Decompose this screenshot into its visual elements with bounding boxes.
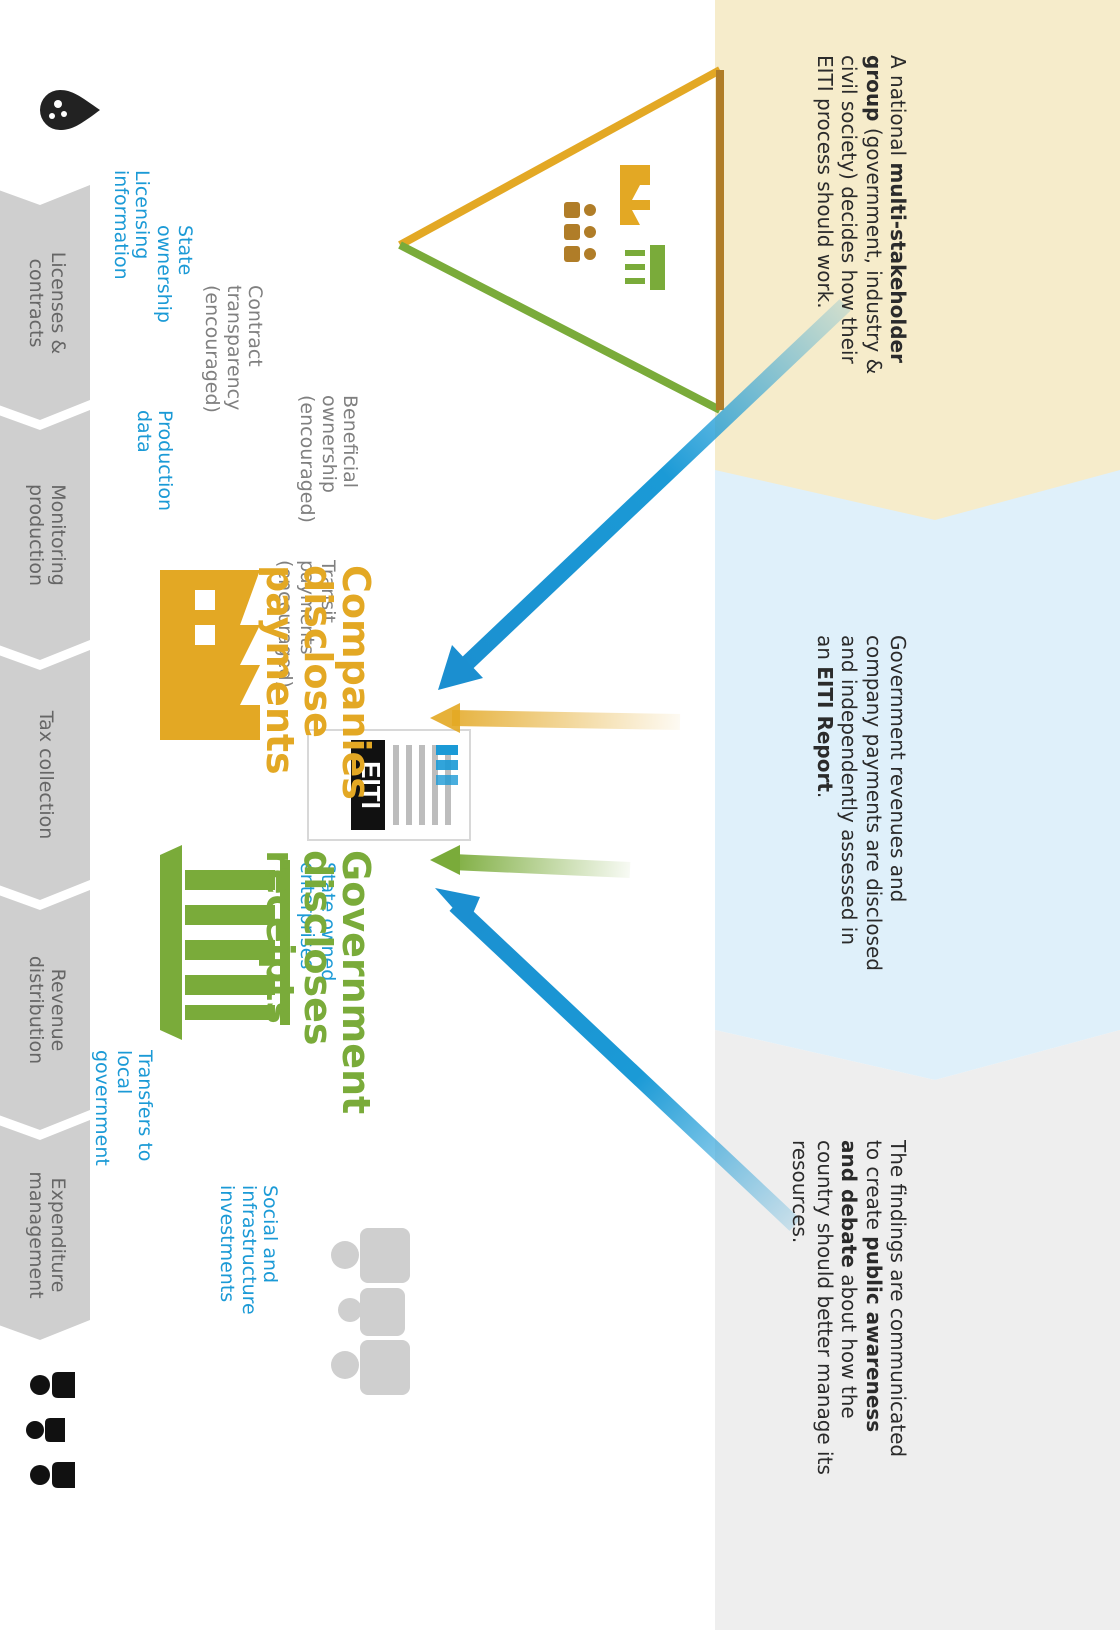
value-chain [0,185,90,1340]
flow-arrows [430,299,851,1231]
chevron-expenditure [0,1120,90,1340]
eiti-report-icon [307,729,471,841]
chevron-monitoring [0,410,90,660]
report-description: Government revenues and company payments… [812,635,910,971]
msg-description: A national multi-stakeholder group (gove… [812,55,910,375]
mini-people-icon [564,202,596,262]
label-state-ownership: State ownership [152,225,196,323]
label-production: Production data [132,410,176,512]
chain-step-revenue: Revenue distribution [25,955,69,1065]
chain-step-expenditure: Expenditure management [25,1171,69,1299]
label-contract: Contract transparency (encouraged) [201,285,266,413]
report-panel [715,470,1120,1080]
msg-panel [715,0,1120,590]
chain-step-monitoring: Monitoring production [25,483,69,587]
public-panel [715,1030,1120,1630]
chevron-tax [0,650,90,900]
government-title: Government discloses receipts [258,850,378,1115]
chain-step-licenses: Licenses & contracts [25,251,69,355]
public-people-icon [331,1228,410,1395]
factory-icon [160,570,260,740]
label-beneficial: Beneficial ownership (encouraged) [296,395,361,523]
eiti-logo-text: EITI [356,761,386,809]
public-description: The findings are communicated to create … [788,1140,910,1475]
label-transfers: Transfers to local government [91,1050,156,1166]
chevron-licenses [0,185,90,420]
companies-title: Companies disclose payments [258,565,378,800]
government-building-icon [160,845,290,1040]
chain-step-tax: Tax collection [35,710,57,840]
mini-government-icon [625,245,665,290]
chevron-revenue [0,890,90,1130]
label-licensing: Licensing information [109,170,153,280]
multi-stakeholder-triangle-icon [398,66,724,414]
label-social: Social and infrastructure investments [216,1185,281,1315]
people-icon [26,1372,75,1488]
resource-drop-icon [40,90,100,130]
mini-factory-icon [620,165,650,225]
